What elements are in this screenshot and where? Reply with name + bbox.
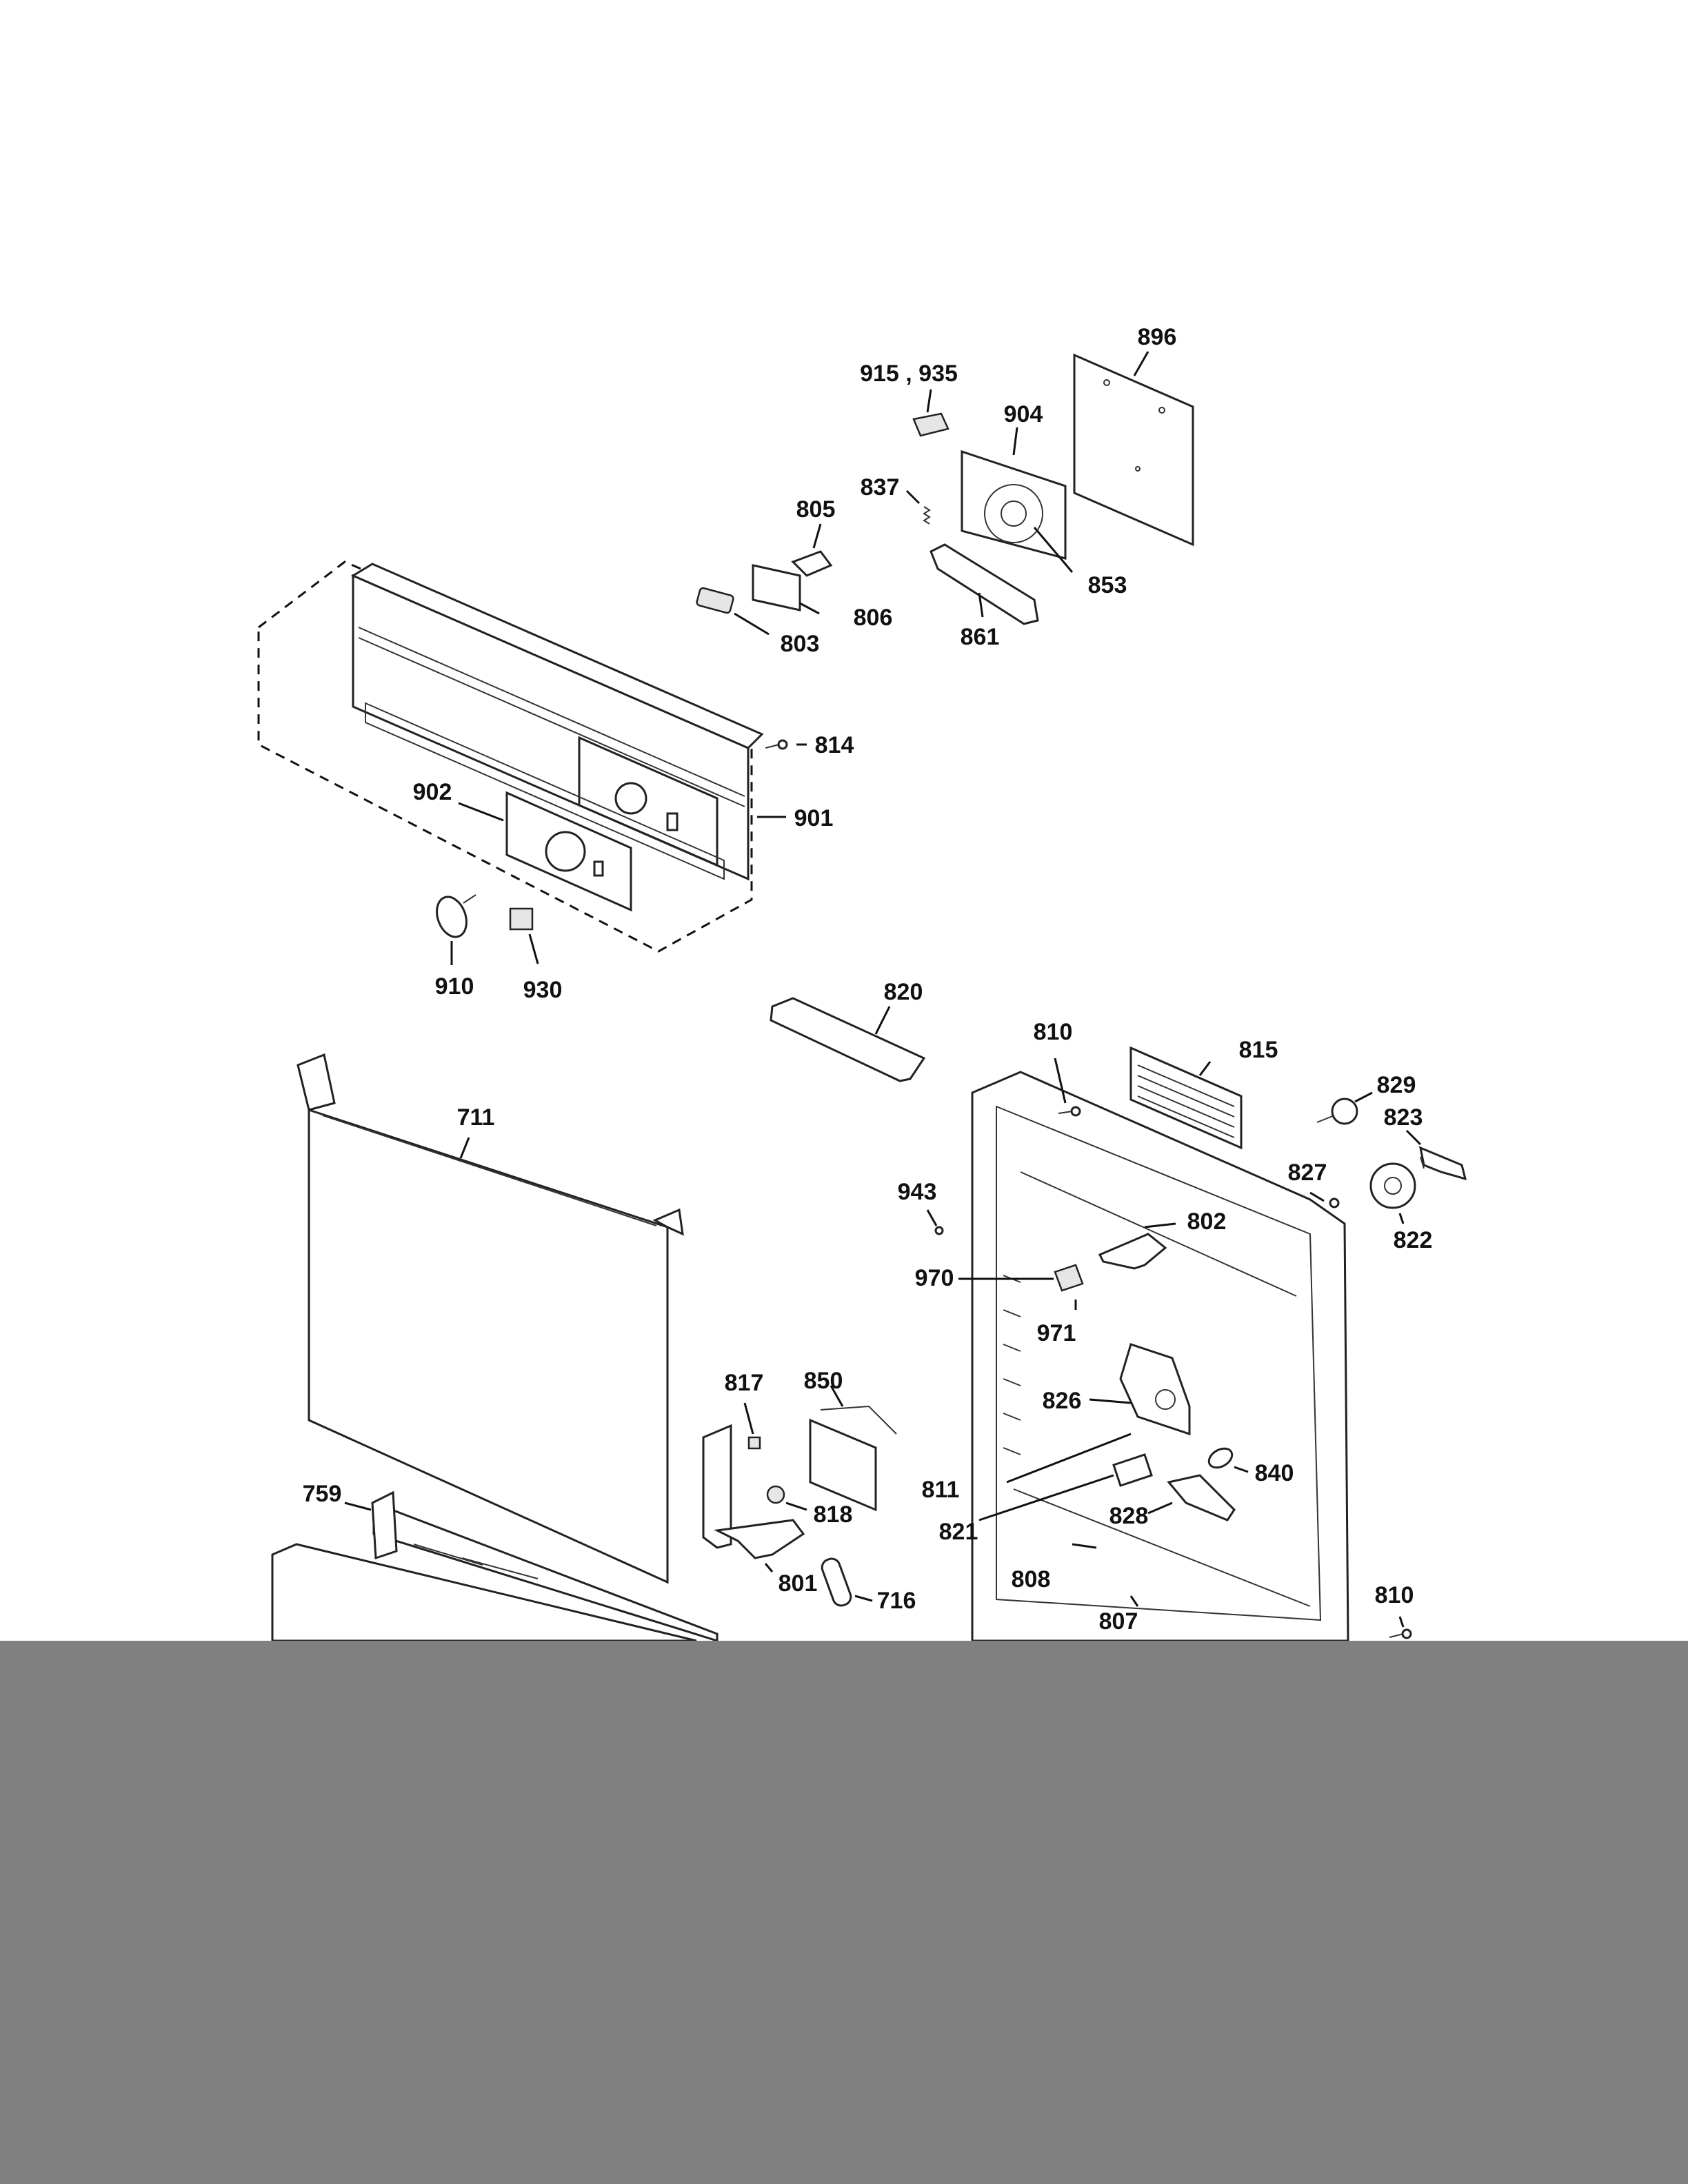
- label-837: 837: [861, 474, 900, 501]
- part-805-clip: [791, 523, 833, 577]
- label-896: 896: [1138, 324, 1177, 350]
- label-807: 807: [1099, 1608, 1138, 1635]
- part-850-bracket: [809, 1385, 897, 1512]
- part-801-hinge-bracket: [702, 1424, 805, 1573]
- part-828-arm: [1147, 1474, 1236, 1521]
- part-829-dial-knob: [1316, 1091, 1373, 1125]
- label-829: 829: [1377, 1072, 1416, 1098]
- label-803: 803: [781, 631, 820, 657]
- part-821-latch-catch: [978, 1453, 1153, 1521]
- label-901: 901: [794, 805, 834, 831]
- part-806-plate: [752, 564, 820, 615]
- part-827-screw: [1309, 1191, 1340, 1209]
- label-818: 818: [814, 1502, 853, 1528]
- label-817: 817: [725, 1370, 764, 1396]
- part-915-935-switch: [912, 389, 950, 437]
- part-803-connector: [696, 587, 770, 636]
- label-820: 820: [884, 979, 923, 1005]
- part-808-strip: [1072, 1543, 1097, 1549]
- part-817-bushing: [743, 1402, 761, 1450]
- label-850: 850: [804, 1368, 843, 1394]
- label-915-935: 915 , 935: [860, 361, 958, 387]
- part-711-outer-door-panel: [297, 1053, 684, 1584]
- label-853: 853: [1088, 572, 1127, 598]
- part-822-dial: [1369, 1162, 1416, 1224]
- part-840-cylinder: [1207, 1447, 1249, 1473]
- part-815-vent-grille: [1129, 1046, 1243, 1150]
- label-823: 823: [1384, 1104, 1423, 1131]
- part-820-vent-cover: [770, 997, 926, 1082]
- part-910-knob: [436, 894, 476, 965]
- label-970: 970: [915, 1265, 954, 1291]
- label-811: 811: [922, 1477, 960, 1503]
- part-759-trim-strip: [271, 1490, 719, 1641]
- part-904-bracket: [961, 427, 1074, 573]
- part-902-nameplate: [458, 791, 632, 912]
- label-826: 826: [1043, 1388, 1082, 1414]
- label-805: 805: [796, 496, 836, 523]
- part-943-screw: [926, 1209, 944, 1235]
- label-910: 910: [435, 973, 474, 1000]
- label-814: 814: [815, 732, 854, 758]
- part-930-rocker-switch: [509, 907, 539, 964]
- label-821: 821: [939, 1519, 978, 1545]
- label-815: 815: [1239, 1037, 1278, 1063]
- label-828: 828: [1109, 1503, 1149, 1529]
- label-971: 971: [1037, 1320, 1076, 1346]
- part-901-control-panel-assembly: [257, 560, 786, 953]
- label-810-bottom: 810: [1375, 1582, 1414, 1608]
- part-716-latch-handle: [821, 1557, 873, 1607]
- gray-footer-band: [0, 1641, 1688, 2184]
- part-810-screw-top: [1054, 1058, 1081, 1117]
- part-837-spring: [905, 489, 931, 525]
- label-810-top: 810: [1034, 1019, 1073, 1045]
- label-802: 802: [1187, 1209, 1227, 1235]
- label-943: 943: [898, 1179, 937, 1205]
- part-896-cover-plate: [1073, 351, 1194, 547]
- part-970-block: [958, 1264, 1084, 1292]
- label-806: 806: [854, 605, 893, 631]
- label-902: 902: [413, 779, 452, 805]
- part-823-shaft: [1405, 1129, 1467, 1181]
- label-930: 930: [523, 977, 563, 1003]
- label-716: 716: [877, 1588, 916, 1614]
- label-759: 759: [303, 1481, 342, 1507]
- label-801: 801: [778, 1570, 818, 1597]
- label-861: 861: [961, 624, 1000, 650]
- label-904: 904: [1004, 401, 1043, 427]
- label-808: 808: [1012, 1566, 1051, 1593]
- part-810-screw-bottom: [1389, 1616, 1412, 1639]
- label-711: 711: [457, 1104, 495, 1131]
- parts-diagram: 896 915 , 935 904 837 805 853 806 861 80…: [257, 324, 1467, 1641]
- part-814-screw: [765, 739, 807, 750]
- part-802-lever: [1098, 1222, 1176, 1270]
- label-827: 827: [1288, 1160, 1327, 1186]
- part-818-bolt: [766, 1485, 807, 1511]
- part-861-link-arm: [930, 543, 1039, 625]
- part-826-dispenser: [1006, 1343, 1191, 1484]
- label-822: 822: [1394, 1227, 1433, 1253]
- label-840: 840: [1255, 1460, 1294, 1486]
